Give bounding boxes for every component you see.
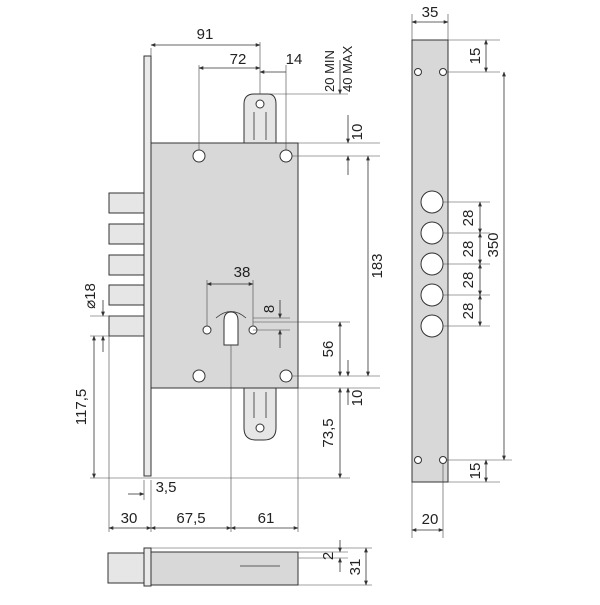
bolt-2 [108,223,145,245]
dim-diameter-18: ⌀18 [82,283,99,309]
faceplate-bolt-hole-4 [420,283,444,307]
bolt-4 [108,284,145,306]
bottom-tongue [243,387,277,441]
dim-31: 31 [347,559,364,576]
mount-hole-bl [192,369,206,383]
bolts [108,192,145,337]
faceplate-screw-bl [414,456,422,464]
lock-front-view [108,55,299,477]
dimension-labels: 91 72 14 20 MIN 40 MAX 10 183 38 8 56 10… [73,4,502,575]
side-bolt [107,552,145,584]
dim-117-5: 117,5 [73,389,90,425]
side-front-plate [143,547,152,587]
dim-28-b: 28 [460,241,477,258]
dim-91: 91 [197,26,214,43]
bolt-3 [108,254,145,276]
lock-side-view [107,540,372,587]
faceplate-screw-tr [439,68,447,76]
dim-35: 35 [422,4,439,21]
dim-15-bottom: 15 [467,463,484,480]
dim-56: 56 [320,341,337,358]
faceplate-screw-br [439,456,447,464]
mount-hole-br [279,369,293,383]
top-tongue [243,93,277,144]
cylinder-cutout [223,311,239,346]
bottom-tongue-hole [255,423,265,433]
dim-28-a: 28 [460,210,477,227]
faceplate-bolt-hole-5 [420,314,444,338]
dim-8: 8 [261,305,278,313]
faceplate-bolt-hole-1 [420,190,444,214]
dim-20min: 20 MIN [322,50,337,92]
lock-case [150,142,299,389]
faceplate-bolt-hole-2 [420,221,444,245]
faceplate-view [411,14,512,538]
dim-14: 14 [286,51,303,68]
dim-38: 38 [234,264,251,281]
dim-2: 2 [320,552,337,560]
bolt-5 [108,315,145,337]
dim-28-c: 28 [460,272,477,289]
dim-72: 72 [230,51,247,68]
dim-3-5: 3,5 [156,479,177,496]
mount-hole-tr [279,149,293,163]
dim-67-5: 67,5 [176,510,205,527]
dim-183: 183 [369,253,386,278]
front-plate-edge [143,55,152,477]
dim-61: 61 [258,510,275,527]
mount-hole-tl [192,149,206,163]
dim-350: 350 [485,232,502,257]
dim-10-top: 10 [349,124,366,141]
dim-10-bottom: 10 [349,390,366,407]
bolt-1 [108,192,145,214]
dim-73-5: 73,5 [320,418,337,447]
top-tongue-hole [255,99,265,109]
dimension-lines [90,42,380,532]
side-case [150,551,299,586]
faceplate-bolt-hole-3 [420,252,444,276]
dim-40max: 40 MAX [340,45,355,92]
dim-30: 30 [121,510,138,527]
cylinder-screw-hole-left [202,325,212,335]
dim-20: 20 [422,511,439,528]
dim-15-top: 15 [467,48,484,65]
dim-28-d: 28 [460,303,477,320]
faceplate-screw-tl [414,68,422,76]
